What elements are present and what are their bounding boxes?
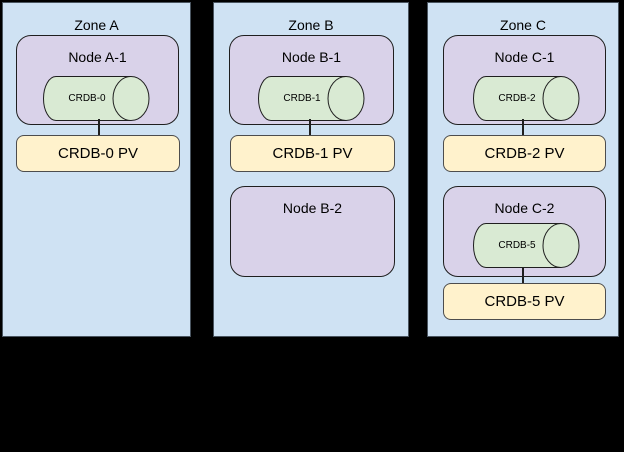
crdb-5-cylinder: CRDB-5 bbox=[473, 223, 580, 268]
crdb-2-pv-box: CRDB-2 PV bbox=[443, 135, 606, 172]
node-b-2-title: Node B-2 bbox=[282, 200, 343, 216]
zone-b: Zone B Node B-1 CRDB-1 CRDB-1 PV Node B-… bbox=[213, 2, 409, 337]
zone-a: Zone A Node A-1 CRDB-0 CRDB-0 PV bbox=[2, 2, 191, 337]
zone-b-title: Zone B bbox=[288, 17, 334, 33]
database-cylinder-icon bbox=[473, 76, 580, 121]
connector-crdb-0-to-pv bbox=[98, 119, 100, 135]
node-c-2-title: Node C-2 bbox=[494, 200, 555, 216]
crdb-2-cylinder: CRDB-2 bbox=[473, 76, 580, 121]
node-b-2: Node B-2 bbox=[230, 186, 395, 277]
crdb-0-pv-label: CRDB-0 PV bbox=[57, 145, 139, 162]
crdb-5-pv-label: CRDB-5 PV bbox=[484, 293, 565, 310]
crdb-1-pv-label: CRDB-1 PV bbox=[272, 145, 353, 162]
crdb-1-cylinder: CRDB-1 bbox=[258, 76, 365, 121]
crdb-2-pv-label: CRDB-2 PV bbox=[484, 145, 565, 162]
zone-c-title: Zone C bbox=[500, 17, 546, 33]
connector-crdb-5-to-pv bbox=[522, 268, 524, 284]
node-c-1-title: Node C-1 bbox=[494, 49, 555, 65]
crdb-5-label: CRDB-5 bbox=[498, 240, 536, 251]
crdb-0-pv-box: CRDB-0 PV bbox=[16, 135, 180, 172]
connector-crdb-1-to-pv bbox=[309, 119, 311, 135]
zone-c: Zone C Node C-1 CRDB-2 CRDB-2 PV Node C-… bbox=[427, 2, 619, 337]
crdb-0-label: CRDB-0 bbox=[68, 93, 106, 104]
database-cylinder-icon bbox=[473, 223, 580, 268]
crdb-0-cylinder: CRDB-0 bbox=[43, 76, 150, 121]
crdb-2-label: CRDB-2 bbox=[498, 93, 536, 104]
node-a-1-title: Node A-1 bbox=[68, 49, 127, 65]
zone-a-title: Zone A bbox=[74, 17, 119, 33]
crdb-1-label: CRDB-1 bbox=[283, 93, 321, 104]
database-cylinder-icon bbox=[43, 76, 150, 121]
node-b-1-title: Node B-1 bbox=[281, 49, 342, 65]
connector-crdb-2-to-pv bbox=[522, 119, 524, 135]
crdb-5-pv-box: CRDB-5 PV bbox=[443, 283, 606, 320]
crdb-1-pv-box: CRDB-1 PV bbox=[230, 135, 395, 172]
database-cylinder-icon bbox=[258, 76, 365, 121]
